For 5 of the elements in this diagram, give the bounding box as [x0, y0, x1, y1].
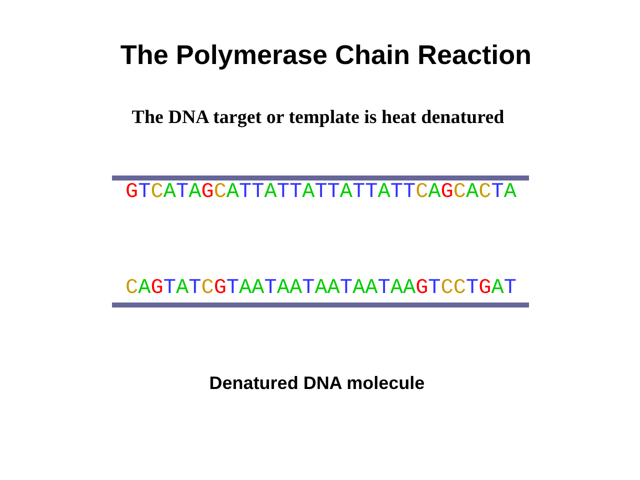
dna-sequence: CAGTATCGTAATAATAATAATAAGTCCTGAT: [126, 276, 516, 300]
title: The Polymerase Chain Reaction: [120, 40, 532, 70]
dna-sequence: GTCATAGCATTATTATTATTATTCAGCACTA: [126, 180, 516, 204]
caption: Denatured DNA molecule: [209, 372, 425, 394]
subtitle: The DNA target or template is heat denatured: [132, 107, 504, 129]
